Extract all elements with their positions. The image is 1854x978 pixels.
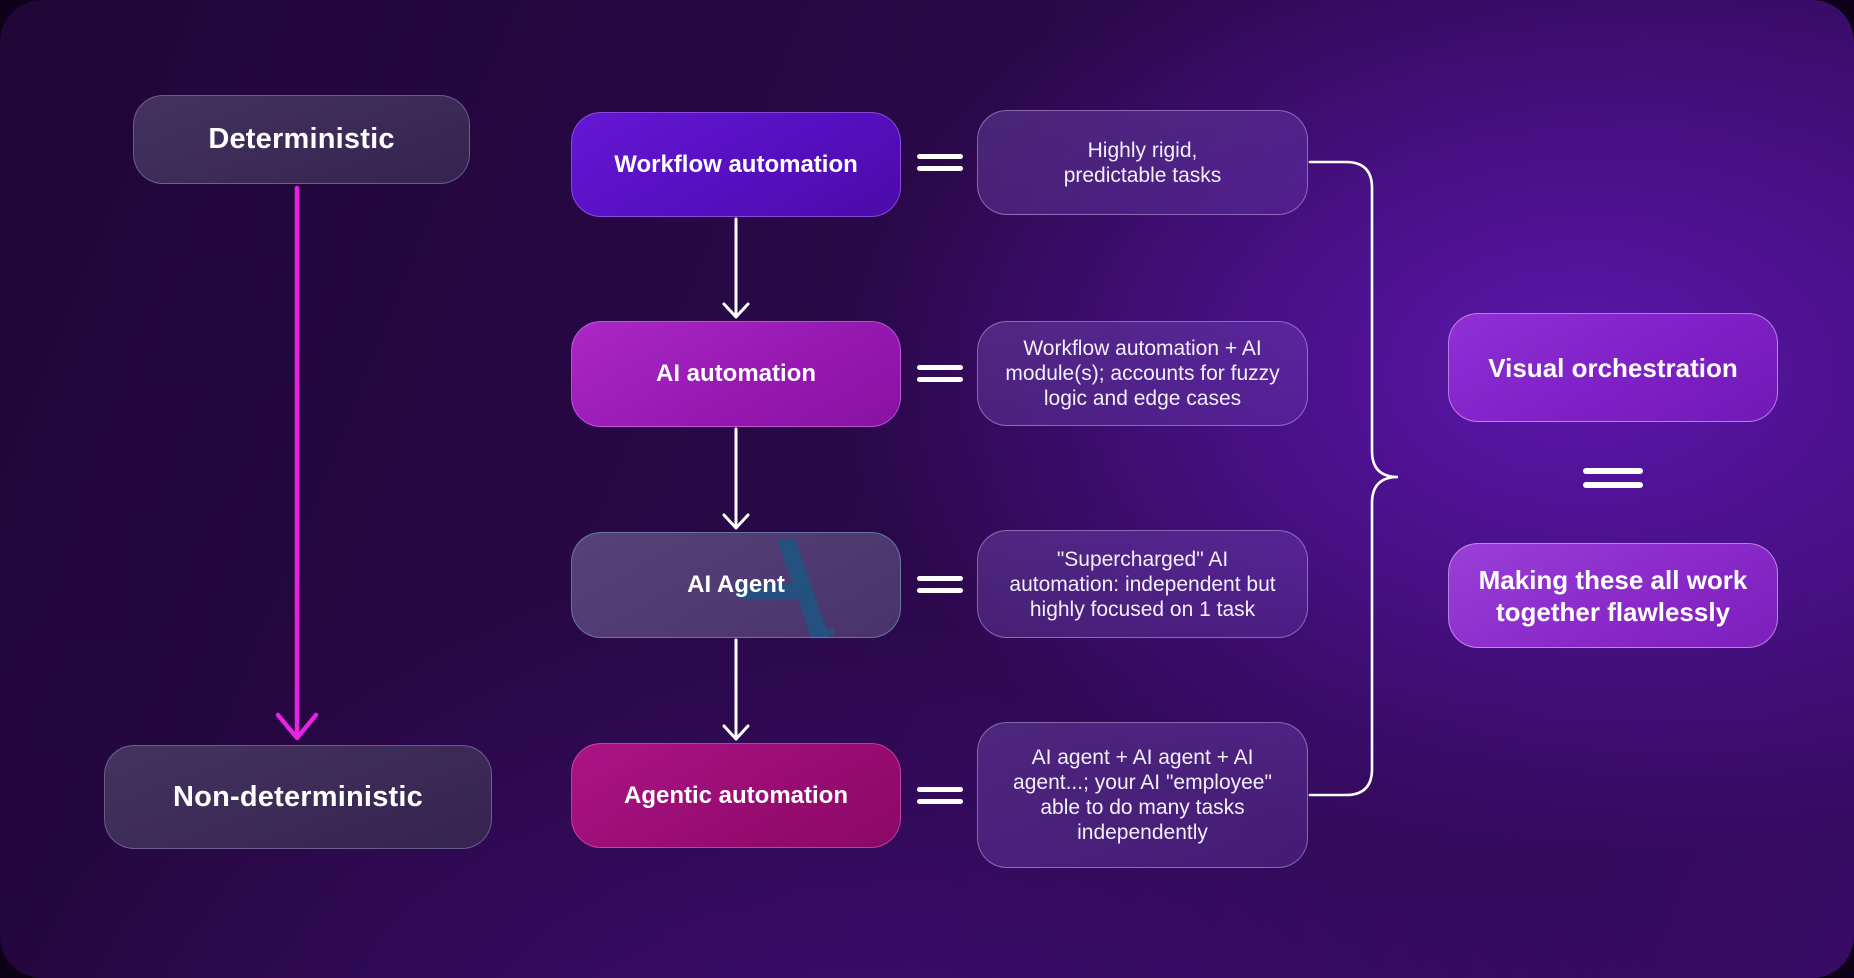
ai-agent-label: AI Agent (687, 571, 785, 598)
workflow-automation-description: Highly rigid, predictable tasks (1063, 138, 1222, 187)
equals-icon (917, 154, 963, 171)
deterministic-label: Deterministic (208, 123, 395, 155)
conclusion-label: Making these all work together flawlessl… (1478, 564, 1748, 627)
equals-icon (917, 787, 963, 804)
ai-automation-description: Workflow automation + AI module(s); acco… (1005, 337, 1280, 410)
equals-icon (1583, 468, 1643, 488)
ai-automation-box: AI automation (571, 321, 901, 427)
agentic-automation-label: Agentic automation (623, 781, 848, 809)
flow-arrow-down-icon (722, 217, 750, 319)
ai-agent-logo-watermark-icon (734, 539, 834, 637)
agentic-automation-description: AI agent + AI agent + AI agent...; your … (1013, 746, 1272, 844)
ai-agent-description: "Supercharged" AI automation: independen… (1009, 547, 1276, 621)
non-deterministic-label: Non-deterministic (173, 780, 423, 813)
description-box: AI agent + AI agent + AI agent...; your … (977, 722, 1308, 868)
agentic-automation-box: Agentic automation (571, 743, 901, 848)
non-deterministic-box: Non-deterministic (104, 745, 492, 849)
flow-arrow-down-icon (722, 427, 750, 530)
workflow-automation-box: Workflow automation (571, 112, 901, 217)
description-box: "Supercharged" AI automation: independen… (977, 530, 1308, 638)
flow-arrow-down-icon (722, 638, 750, 741)
workflow-automation-label: Workflow automation (614, 150, 858, 178)
conclusion-box: Making these all work together flawlessl… (1448, 543, 1778, 648)
visual-orchestration-label: Visual orchestration (1488, 352, 1738, 383)
deterministic-box: Deterministic (133, 95, 470, 184)
ai-agent-box: AI Agent (571, 532, 901, 638)
description-box: Workflow automation + AI module(s); acco… (977, 321, 1308, 426)
curly-brace-icon (1308, 160, 1399, 797)
ai-automation-label: AI automation (656, 360, 816, 387)
deterministic-arrow-icon (275, 185, 319, 741)
equals-icon (917, 576, 963, 593)
equals-icon (917, 365, 963, 382)
description-box: Highly rigid, predictable tasks (977, 110, 1308, 215)
visual-orchestration-box: Visual orchestration (1448, 313, 1778, 422)
